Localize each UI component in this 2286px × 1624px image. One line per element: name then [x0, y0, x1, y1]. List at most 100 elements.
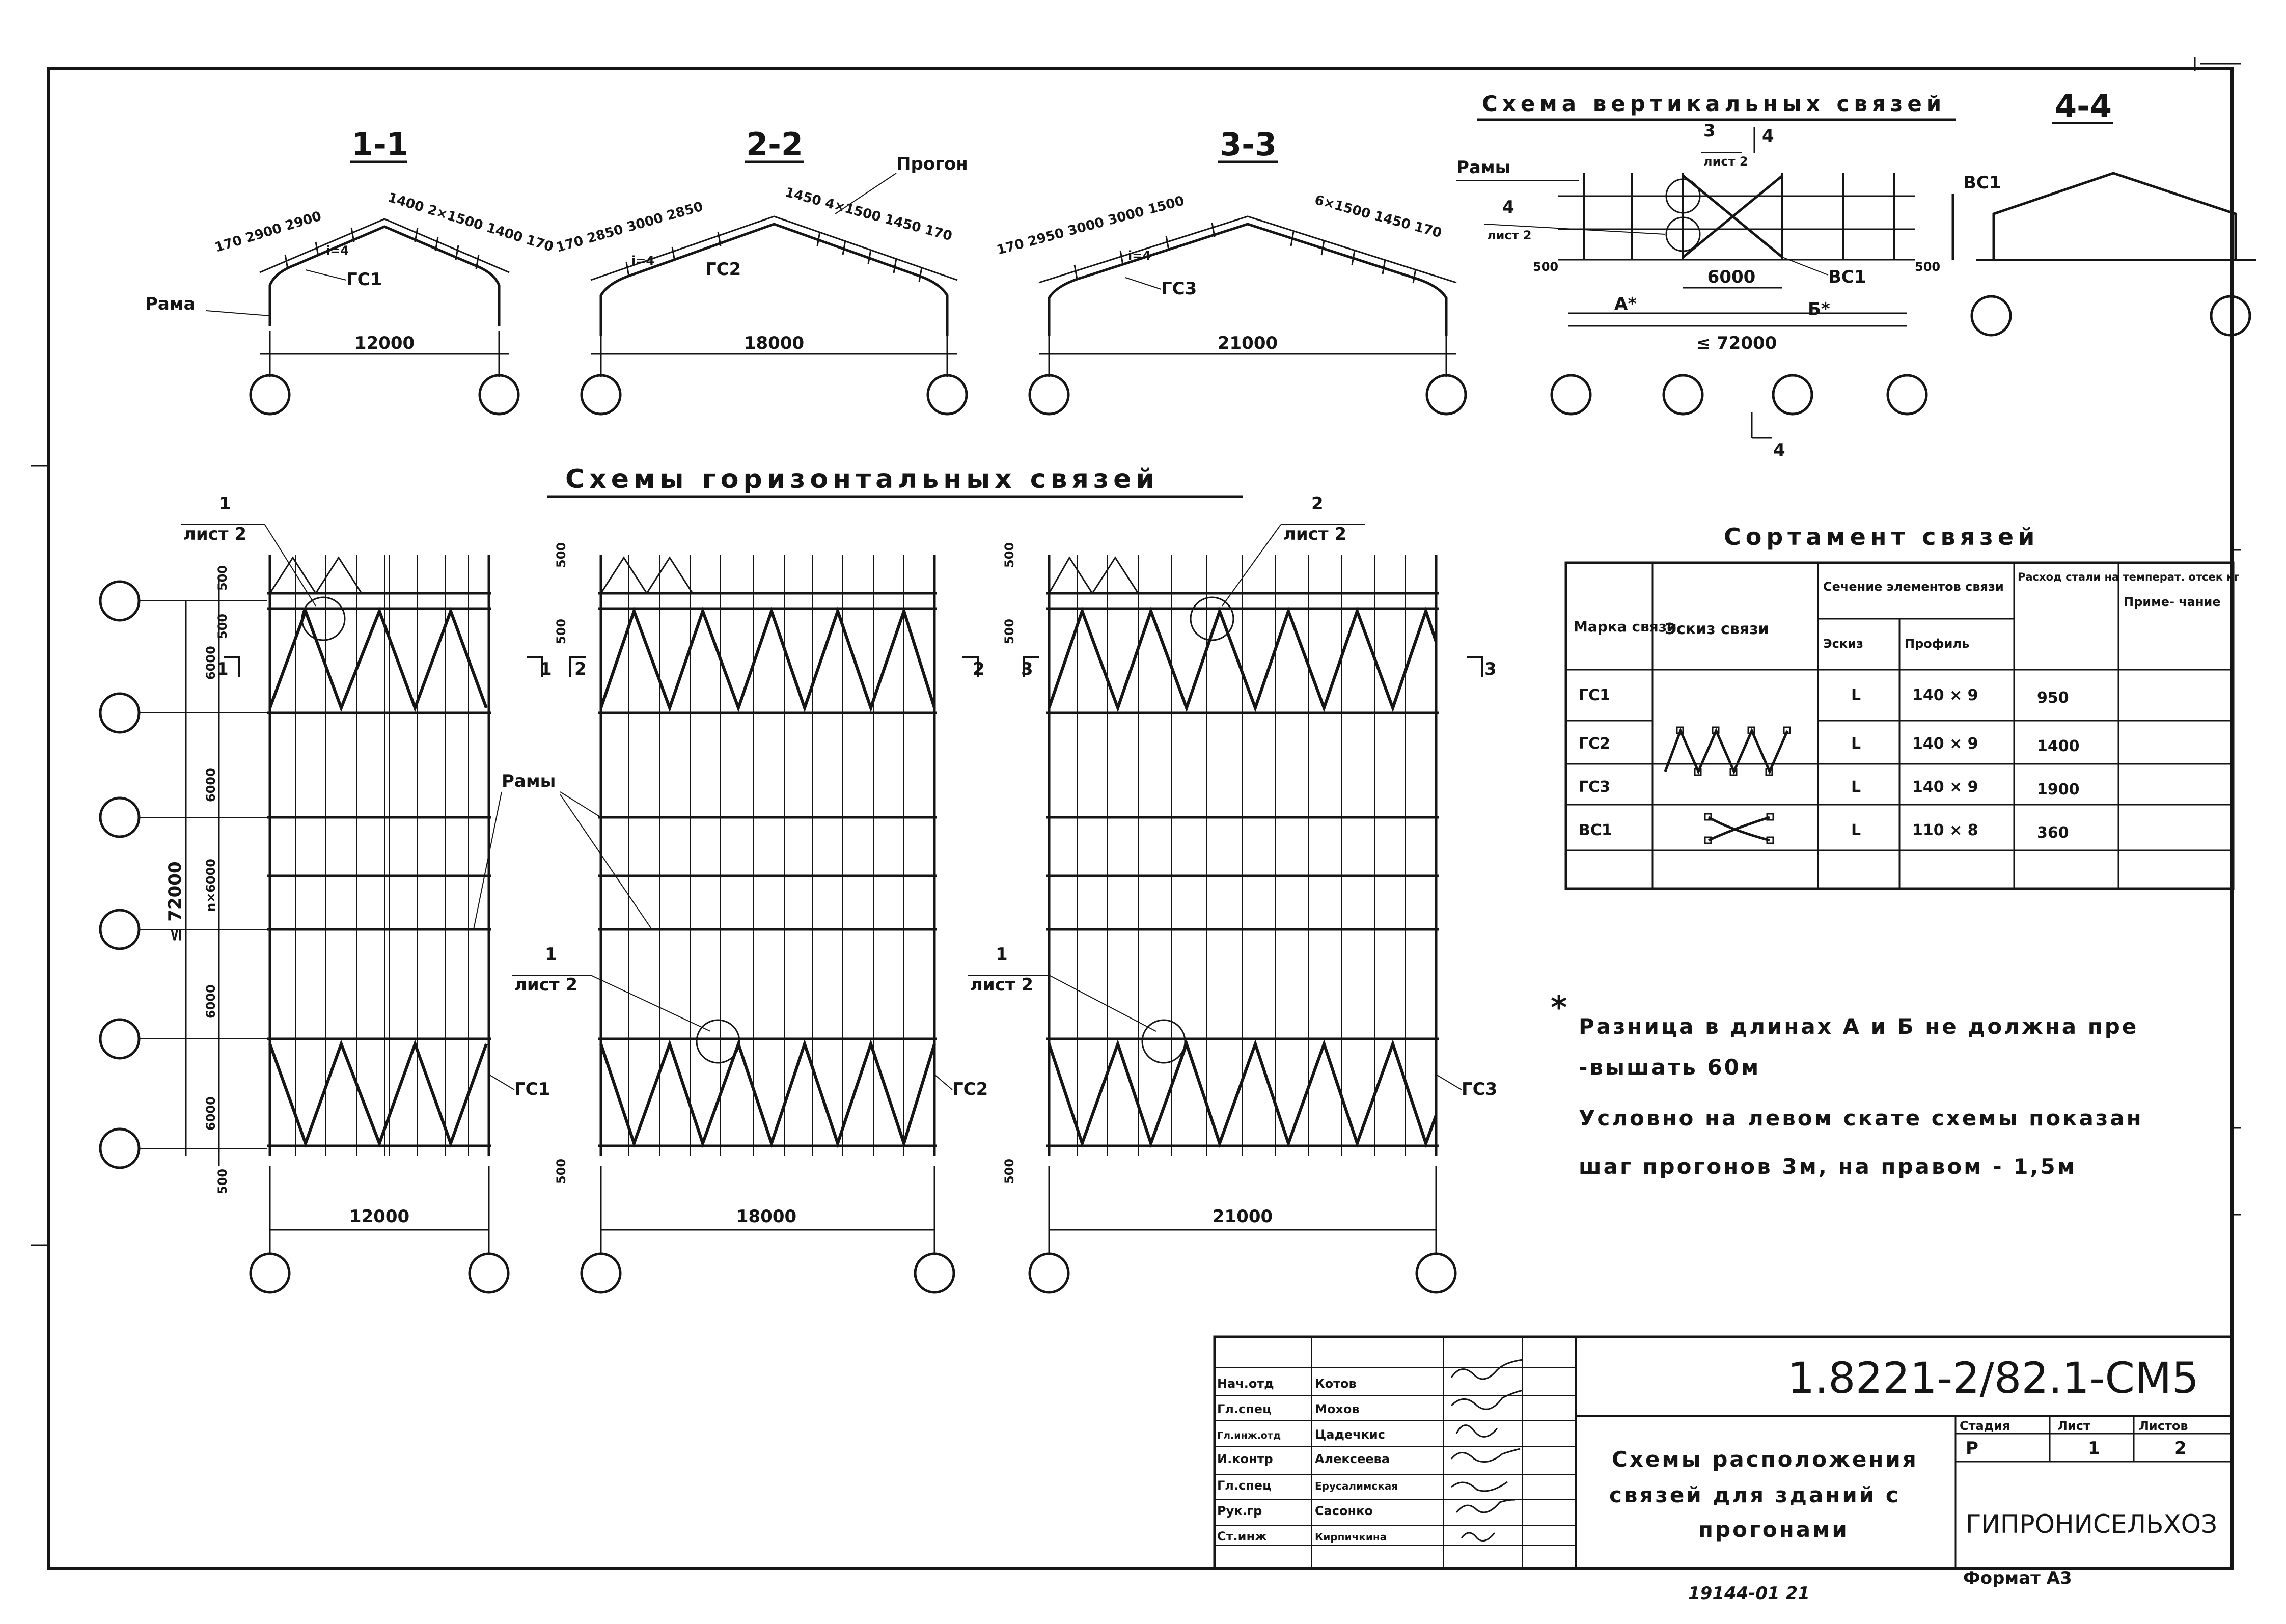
dim-6000: 6000	[204, 646, 218, 680]
header-consumption: Расход стали на температ. отсек кг	[2018, 571, 2240, 583]
stamp-role: Ст.инж	[1217, 1529, 1267, 1544]
section-title: 2-2	[746, 126, 803, 163]
callout-num: 2	[1311, 493, 1324, 514]
callout-sheet: лист 2	[1283, 524, 1346, 544]
brace-tag: ГС3	[1462, 1079, 1497, 1099]
dim-6000: 6000	[204, 768, 218, 802]
dim-500: 500	[1533, 260, 1558, 274]
dim-n6000: n×6000	[204, 859, 218, 912]
section-4-4: 4-4 ВС1	[1951, 88, 2256, 337]
dim-total: ≤ 72000	[165, 861, 185, 942]
dim-6000: 6000	[1707, 267, 1756, 287]
stamp-role: Нач.отд	[1217, 1377, 1274, 1391]
sheet-value: 1	[2088, 1438, 2100, 1458]
header-mark: Марка связи	[1574, 618, 1677, 635]
dim-500: 500	[1002, 542, 1016, 568]
stamp-name: Мохов	[1315, 1402, 1360, 1416]
span-dim: 18000	[744, 333, 804, 353]
section-dims-left: 170 2950 3000 3000 1500	[995, 193, 1186, 258]
dim-72000: ≤ 72000	[1696, 333, 1777, 353]
dim-500: 500	[1002, 1159, 1016, 1184]
span-dim: 12000	[349, 1206, 409, 1227]
row-mark: ГС3	[1579, 778, 1610, 796]
stamp-name: Ерусалимская	[1315, 1480, 1398, 1492]
brace-tag: ГС3	[1161, 279, 1197, 299]
sheets-label: Листов	[2139, 1419, 2188, 1433]
row-profile: 110 × 8	[1912, 821, 1978, 839]
section-dims-left: 170 2900 2900	[213, 209, 323, 256]
frame-label: Рама	[145, 294, 196, 314]
callout-sheet: лист 2	[1487, 228, 1532, 242]
row-mark: ГС2	[1579, 735, 1610, 753]
brace-tag: ГС1	[346, 269, 382, 290]
stamp-role: Гл.инж.отд	[1217, 1430, 1281, 1441]
callout-sheet: лист 2	[183, 524, 246, 544]
drawing-title-3: прогонами	[1698, 1517, 1849, 1542]
sheets-value: 2	[2174, 1438, 2187, 1458]
row-mass: 360	[2037, 824, 2069, 842]
cross-sketch	[1707, 816, 1770, 842]
archive-number: 19144-01 21	[1688, 1583, 1810, 1604]
format-label: Формат А3	[1963, 1568, 2072, 1588]
dim-500: 500	[554, 619, 568, 644]
dim-b: Б*	[1808, 299, 1830, 319]
span-dim: 21000	[1213, 1206, 1273, 1227]
horizontal-bracing-plans: Схемы горизонтальных связей 500 500 6000…	[99, 464, 1497, 1294]
dim-500: 500	[215, 614, 230, 639]
dim-500: 500	[554, 1159, 568, 1184]
callout-num: 1	[996, 944, 1008, 965]
span-dim: 12000	[354, 333, 415, 353]
section-title: 1-1	[351, 126, 408, 163]
header-note: Приме- чание	[2124, 595, 2221, 609]
dim-a: А*	[1614, 294, 1637, 314]
cut-mark: 1	[216, 659, 229, 679]
section-2-2: 2-2 Прогон 170 2850 3000 2850 1450 4×150…	[555, 126, 968, 416]
frames-label: Рамы	[1456, 157, 1510, 178]
note-star: *	[1551, 989, 1567, 1026]
callout-sheet: лист 2	[970, 975, 1033, 995]
dim-500: 500	[1002, 619, 1016, 644]
organization: ГИПРОНИСЕЛЬХОЗ	[1966, 1509, 2217, 1539]
header-sub-sketch: Эскиз	[1823, 637, 1863, 651]
signatures	[1450, 1359, 1523, 1542]
callout-num: 1	[545, 944, 557, 965]
section-3-3: 3-3 170 2950 3000 3000 1500 6×1500 1450 …	[995, 126, 1467, 416]
stamp-name: Алексеева	[1315, 1452, 1390, 1466]
vertical-bracing-scheme: Схема вертикальных связей Рамы 3 лист 2 …	[1456, 91, 1956, 460]
brace-tag: ГС2	[952, 1079, 988, 1099]
stamp-role: Рук.гр	[1217, 1504, 1262, 1518]
cut-mark: 2	[574, 659, 587, 679]
span-dim: 18000	[736, 1206, 796, 1227]
brace-vs1: ВС1	[1828, 267, 1866, 287]
scheme-title: Схема вертикальных связей	[1482, 91, 1946, 116]
drawing-title-2: связей для зданий с	[1609, 1482, 1901, 1507]
row-mass: 950	[2037, 689, 2069, 707]
stamp-role: Гл.спец	[1217, 1402, 1272, 1416]
dim-500: 500	[215, 565, 230, 591]
notes: * Разница в длинах А и Б не должна пре -…	[1551, 989, 2141, 1179]
stage-label: Стадия	[1960, 1419, 2010, 1433]
section-dims-left: 170 2850 3000 2850	[555, 199, 705, 256]
title-block: Нач.отд Котов Гл.спец Мохов Гл.инж.отд Ц…	[1213, 1335, 2234, 1570]
callout-sheet: лист 2	[1703, 154, 1748, 169]
brace-vs1: ВС1	[1963, 173, 2001, 193]
row-profile: 140 × 9	[1912, 735, 1978, 753]
zigzag-sketch	[1664, 727, 1789, 775]
slope-label: i=4	[326, 243, 349, 258]
sheet-label: Лист	[2057, 1419, 2090, 1433]
row-mass: 1900	[2037, 781, 2080, 799]
row-glyph: L	[1851, 686, 1861, 704]
row-mass: 1400	[2037, 737, 2080, 755]
stamp-name: Цадечкис	[1315, 1427, 1385, 1442]
slope-label: i=4	[631, 254, 654, 268]
purlin-label: Прогон	[896, 154, 968, 174]
header-sketch: Эскиз связи	[1665, 620, 1769, 638]
slope-label: i=4	[1128, 249, 1151, 263]
note-line-1: Разница в длинах А и Б не должна пре	[1579, 1014, 2138, 1039]
dim-500: 500	[1915, 260, 1940, 274]
assortment-table: Сортамент связей Марка связи Эскиз связи…	[1564, 523, 2240, 890]
dim-500: 500	[215, 1169, 230, 1194]
row-mark: ВС1	[1579, 821, 1612, 839]
header-sub-profile: Профиль	[1905, 637, 1969, 651]
